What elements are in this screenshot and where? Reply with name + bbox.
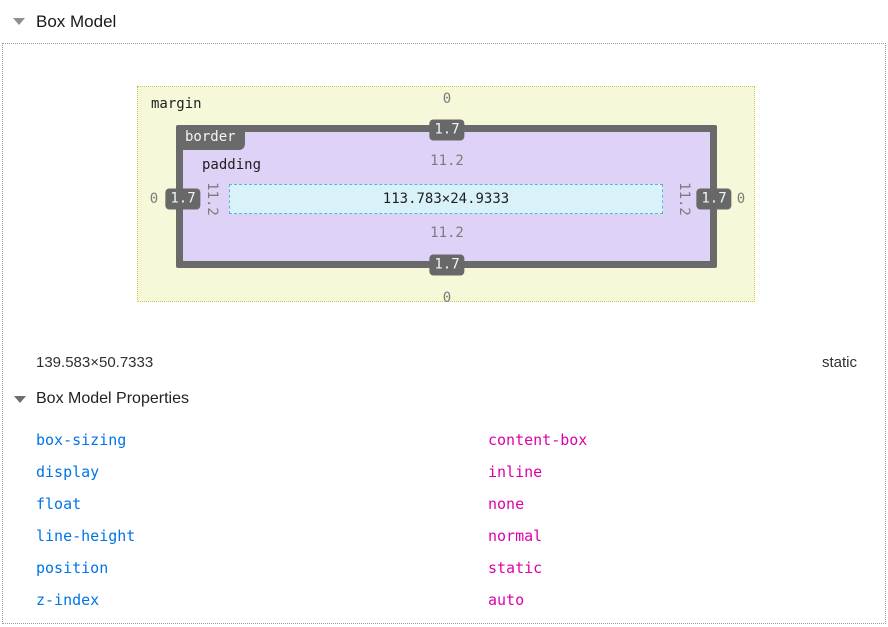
property-name: box-sizing	[36, 431, 127, 449]
border-label: border	[176, 125, 245, 150]
properties-list: box-sizing content-box display inline fl…	[3, 424, 885, 616]
box-model-diagram-content-layer[interactable]: 113.783×24.9333	[229, 184, 663, 214]
property-value: static	[488, 559, 543, 577]
content-size-value: 113.783×24.9333	[382, 191, 510, 207]
border-left-value[interactable]: 1.7	[165, 188, 201, 210]
element-position-value: static	[821, 354, 857, 371]
property-name: display	[36, 463, 100, 481]
triangle-down-icon[interactable]	[13, 18, 25, 25]
border-bottom-value[interactable]: 1.7	[429, 254, 465, 276]
property-name: line-height	[36, 527, 136, 545]
property-row: position static	[3, 552, 885, 584]
padding-label: padding	[202, 157, 262, 173]
property-row: z-index auto	[3, 584, 885, 616]
padding-right-value[interactable]: 11.2	[676, 182, 692, 216]
property-value: inline	[488, 463, 543, 481]
padding-left-value[interactable]: 11.2	[204, 182, 220, 216]
box-model-title: Box Model	[36, 11, 117, 31]
box-model-diagram-margin-layer[interactable]: 113.783×24.9333 margin border padding 0 …	[137, 86, 755, 306]
property-value: normal	[488, 527, 543, 545]
property-value: auto	[488, 591, 525, 609]
margin-label: margin	[151, 96, 202, 112]
triangle-down-icon[interactable]	[14, 395, 26, 403]
padding-top-value[interactable]: 11.2	[430, 153, 464, 169]
box-model-properties-title: Box Model Properties	[36, 390, 189, 407]
border-right-value[interactable]: 1.7	[696, 188, 732, 210]
property-name: z-index	[36, 591, 100, 609]
property-row: box-sizing content-box	[3, 424, 885, 456]
property-value: none	[488, 495, 525, 513]
element-size-value: 139.583×50.7333	[36, 354, 154, 371]
margin-bottom-value[interactable]: 0	[442, 290, 452, 306]
property-row: display inline	[3, 456, 885, 488]
property-value: content-box	[488, 431, 588, 449]
property-name: position	[36, 559, 109, 577]
box-model-panel: 113.783×24.9333 margin border padding 0 …	[2, 43, 886, 624]
margin-top-value[interactable]: 0	[442, 91, 452, 107]
property-row: line-height normal	[3, 520, 885, 552]
property-row: float none	[3, 488, 885, 520]
margin-left-value[interactable]: 0	[149, 191, 159, 207]
border-top-value[interactable]: 1.7	[429, 119, 465, 141]
element-summary: 139.583×50.7333 static	[3, 354, 885, 371]
box-model-header[interactable]: Box Model	[0, 0, 888, 43]
margin-right-value[interactable]: 0	[736, 191, 746, 207]
property-name: float	[36, 495, 82, 513]
box-model-properties-header[interactable]: Box Model Properties	[14, 390, 189, 408]
padding-bottom-value[interactable]: 11.2	[430, 225, 464, 241]
